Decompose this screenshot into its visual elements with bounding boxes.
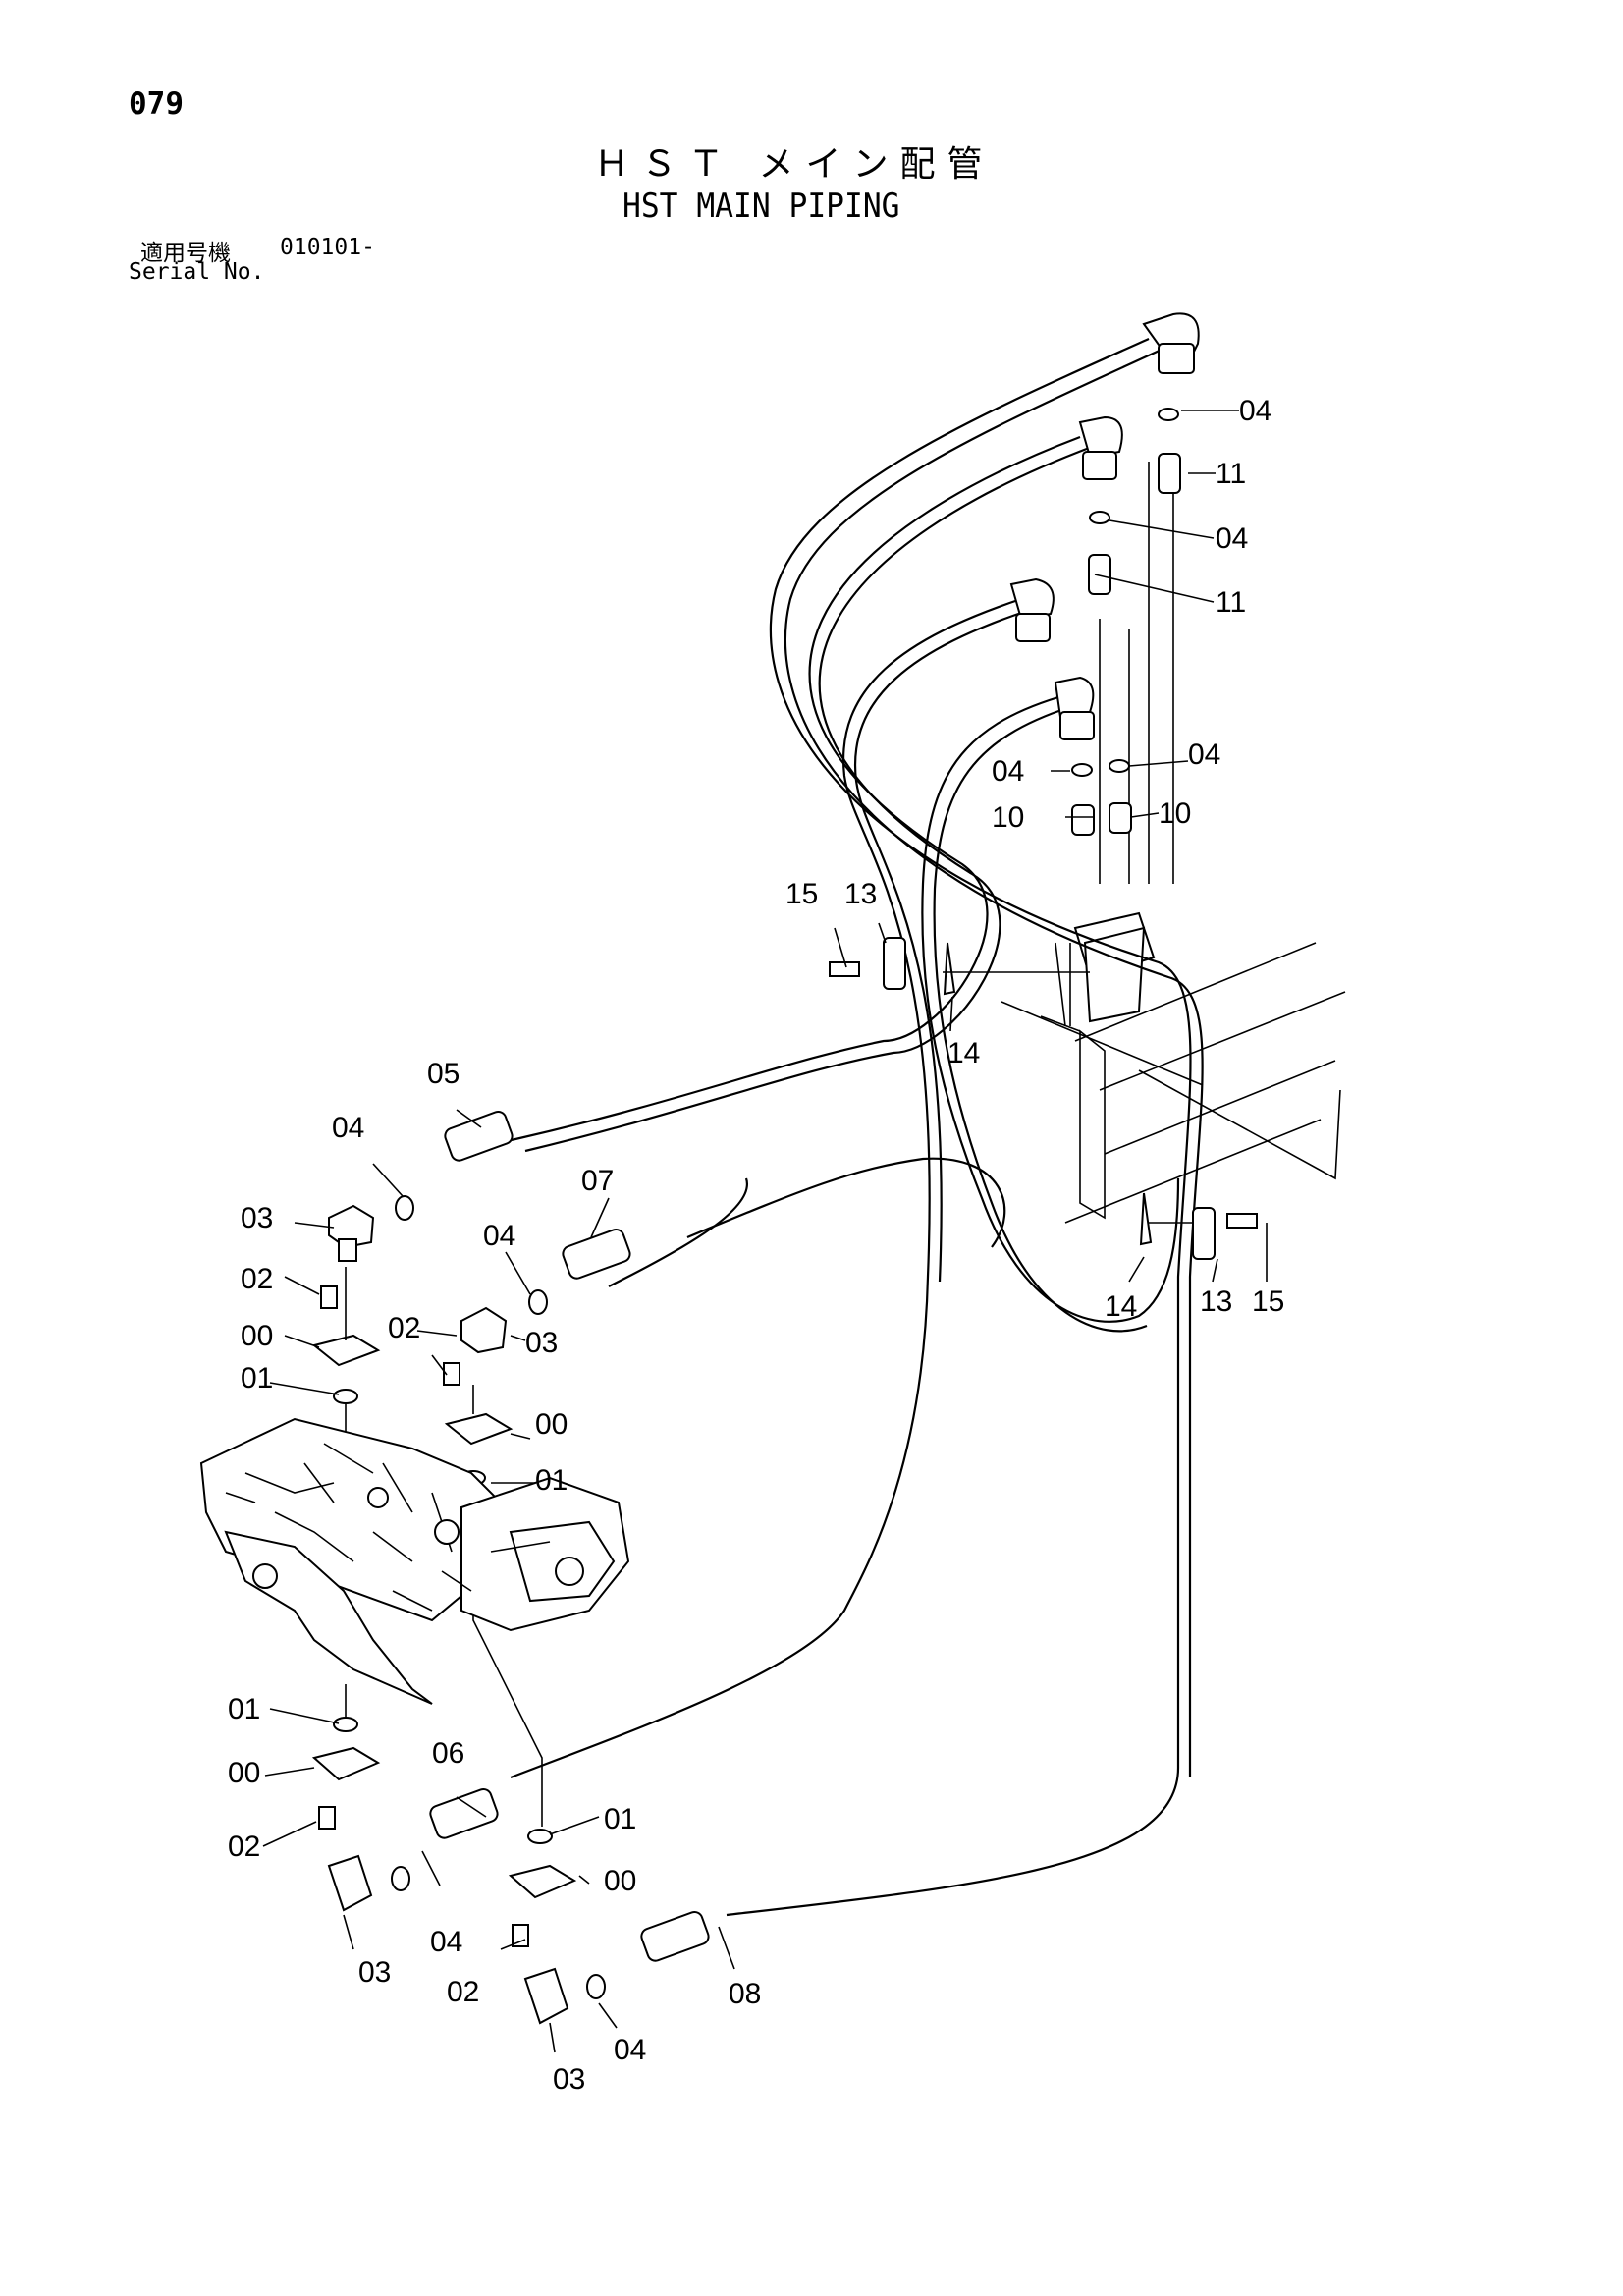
callout-02: 02 [241, 1263, 273, 1295]
callout-13: 13 [1200, 1285, 1232, 1318]
callout-00: 00 [535, 1408, 568, 1441]
callout-labels: 04 11 04 11 04 04 10 10 15 13 14 05 04 0… [228, 395, 1284, 2096]
serial-label-japanese: 適用号機 [140, 241, 231, 266]
callout-11: 11 [1216, 458, 1246, 490]
callout-13: 13 [844, 878, 877, 910]
callout-10: 10 [1159, 797, 1191, 830]
callout-08: 08 [729, 1978, 761, 2010]
callout-03: 03 [553, 2063, 585, 2096]
callout-02: 02 [388, 1312, 420, 1344]
callout-04: 04 [992, 755, 1024, 788]
callout-07: 07 [581, 1165, 614, 1197]
callout-01: 01 [228, 1693, 260, 1725]
callout-05: 05 [427, 1058, 460, 1090]
callout-03: 03 [358, 1956, 391, 1989]
callout-04: 04 [1216, 522, 1248, 555]
callout-04: 04 [1188, 738, 1220, 771]
flange-fittings [311, 1204, 577, 2025]
hst-pump-assembly [199, 1417, 630, 1705]
page-number: 079 [129, 86, 184, 122]
callout-10: 10 [992, 801, 1024, 834]
page-title: HST MAIN PIPING [622, 187, 900, 226]
leader-lines [262, 410, 1268, 2053]
callout-14: 14 [947, 1037, 980, 1069]
callout-01: 01 [535, 1464, 568, 1497]
callout-15: 15 [785, 878, 818, 910]
callout-01: 01 [241, 1362, 273, 1394]
frame-structure [1001, 462, 1346, 1224]
callout-03: 03 [241, 1202, 273, 1234]
callout-11: 11 [1216, 586, 1246, 619]
callout-04: 04 [483, 1220, 515, 1252]
callout-03: 03 [525, 1327, 558, 1359]
callout-15: 15 [1252, 1285, 1284, 1318]
hoses [470, 337, 1204, 1917]
callout-02: 02 [447, 1976, 479, 2008]
callout-02: 02 [228, 1831, 260, 1863]
upper-fittings [829, 312, 1258, 1260]
serial-number-value: 010101- [280, 235, 375, 260]
callout-04: 04 [614, 2034, 646, 2066]
callout-14: 14 [1105, 1290, 1137, 1323]
hose-end-fittings [391, 1110, 710, 1999]
callout-00: 00 [241, 1320, 273, 1352]
serial-label: Serial No. [129, 259, 265, 285]
callout-06: 06 [432, 1737, 464, 1770]
callout-04: 04 [332, 1112, 364, 1144]
callout-00: 00 [604, 1865, 636, 1897]
callout-04: 04 [430, 1926, 462, 1958]
callout-00: 00 [228, 1757, 260, 1789]
callout-04: 04 [1239, 395, 1271, 427]
callout-01: 01 [604, 1803, 636, 1835]
page-title-japanese: ＨＳＴ メイン配管 [594, 144, 995, 185]
